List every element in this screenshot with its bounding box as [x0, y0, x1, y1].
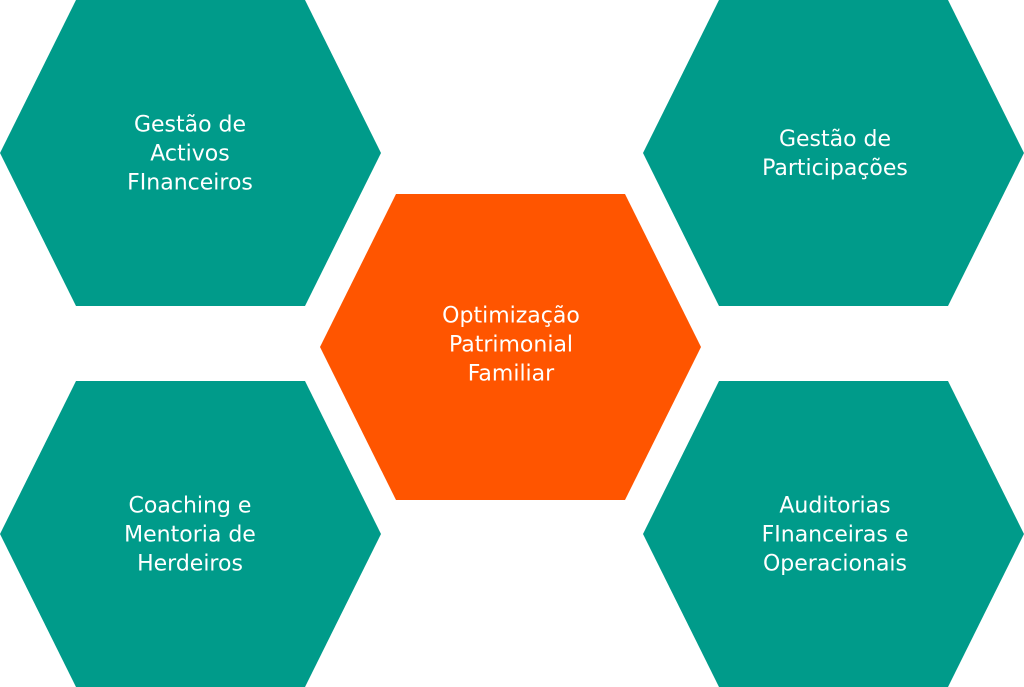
hexagon-top-right	[643, 0, 1024, 306]
hexagon-bottom-left	[0, 381, 381, 687]
hexagon-top-left	[0, 0, 381, 306]
label-top-right: Gestão de Participações	[762, 127, 908, 181]
label-top-left: Gestão de Activos FInanceiros	[127, 112, 253, 196]
hexagon-bottom-right	[643, 381, 1024, 687]
label-center: Optimização Patrimonial Familiar	[442, 303, 580, 387]
label-bottom-left: Coaching e Mentoria de Herdeiros	[124, 493, 256, 577]
label-bottom-right: Auditorias FInanceiras e Operacionais	[761, 493, 909, 577]
hexagon-center	[320, 194, 701, 500]
